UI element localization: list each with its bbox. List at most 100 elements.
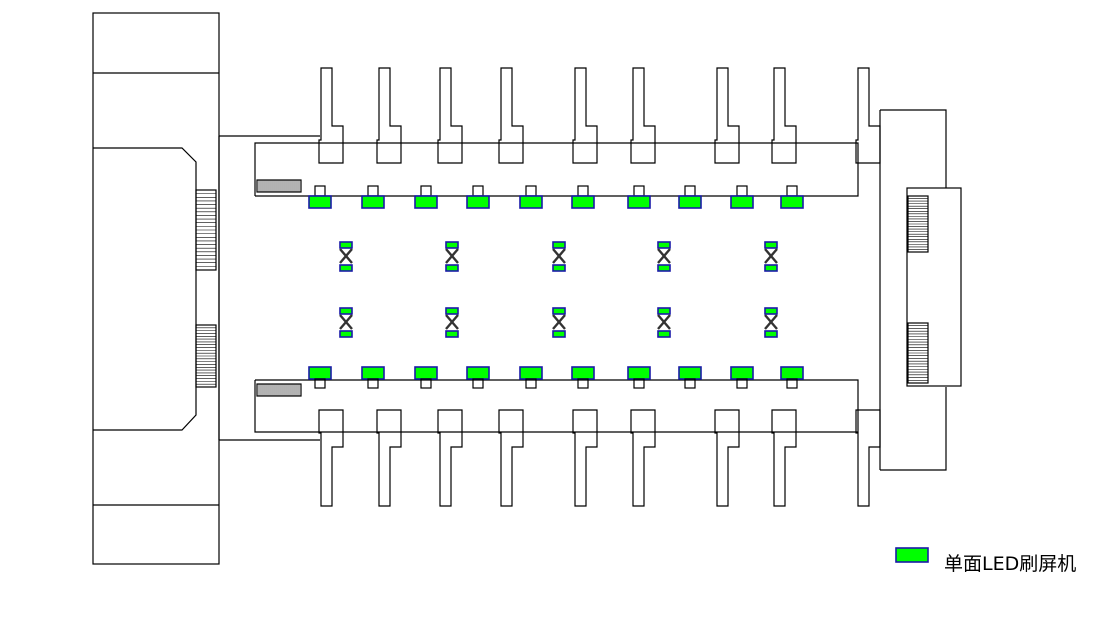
stair-hall-top [256, 179, 302, 193]
screen-stand-bottom-7 [633, 378, 645, 389]
pillar-top-7 [714, 67, 740, 164]
led-screen-bottom-3 [414, 366, 438, 380]
pillar-bottom-4 [498, 409, 524, 507]
stair-left-lower [195, 324, 217, 388]
column-unit-4 [657, 241, 671, 272]
column-led-upper [657, 241, 671, 249]
led-screen-bottom-2 [361, 366, 385, 380]
led-screen-bottom-9 [730, 366, 754, 380]
led-screen-top-1 [308, 195, 332, 209]
stairs [195, 179, 929, 397]
stair-right-upper [907, 195, 929, 253]
screen-stand-bottom-10 [786, 378, 798, 389]
screen-stand-top-10 [786, 185, 798, 197]
stair-right-lower [907, 322, 929, 384]
pillar-bottom-9 [855, 409, 881, 507]
column-led-lower [339, 264, 353, 272]
led-screen-top-2 [361, 195, 385, 209]
column-led-lower [657, 330, 671, 338]
screen-stand-top-4 [472, 185, 484, 197]
pillar-top-5 [572, 67, 598, 164]
pillar-top-2 [376, 67, 402, 164]
perimeter-led-screens [308, 185, 804, 389]
pillar-bottom-6 [630, 409, 656, 507]
column-led-lower [764, 264, 778, 272]
screen-stand-bottom-8 [684, 378, 696, 389]
led-screen-top-10 [780, 195, 804, 209]
screen-stand-top-5 [525, 185, 537, 197]
stair-left-upper [195, 189, 217, 271]
pillar-top-8 [771, 67, 797, 164]
column-led-upper [552, 241, 566, 249]
screen-stand-top-3 [420, 185, 432, 197]
column-led-lower [445, 330, 459, 338]
column-unit-9 [657, 307, 671, 338]
column-led-upper [445, 307, 459, 315]
led-screen-top-3 [414, 195, 438, 209]
column-unit-1 [339, 241, 353, 272]
column-unit-10 [764, 307, 778, 338]
screen-stand-top-8 [684, 185, 696, 197]
screen-stand-top-7 [633, 185, 645, 197]
screen-stand-top-1 [314, 185, 326, 197]
led-screen-bottom-6 [571, 366, 595, 380]
screen-stand-bottom-3 [420, 378, 432, 389]
screen-stand-bottom-5 [525, 378, 537, 389]
pillar-bottom-3 [437, 409, 463, 507]
pillar-top-3 [437, 67, 463, 164]
screen-stand-bottom-4 [472, 378, 484, 389]
legend-swatch [895, 547, 929, 563]
screen-stand-bottom-6 [577, 378, 589, 389]
pillar-top-9 [855, 67, 881, 164]
column-led-upper [552, 307, 566, 315]
led-screen-top-4 [466, 195, 490, 209]
screen-stand-top-9 [736, 185, 748, 197]
center-column-units [339, 241, 778, 338]
pillar-top-1 [318, 67, 344, 164]
led-screen-bottom-1 [308, 366, 332, 380]
column-led-upper [339, 307, 353, 315]
column-led-lower [657, 264, 671, 272]
screen-stand-bottom-9 [736, 378, 748, 389]
column-led-upper [339, 241, 353, 249]
led-screen-top-6 [571, 195, 595, 209]
column-led-lower [339, 330, 353, 338]
led-screen-top-9 [730, 195, 754, 209]
pillar-bottom-2 [376, 409, 402, 507]
stair-hall-bottom [256, 383, 302, 397]
pillar-top-6 [630, 67, 656, 164]
led-screen-bottom-4 [466, 366, 490, 380]
column-unit-2 [445, 241, 459, 272]
pillar-top-4 [498, 67, 524, 164]
screen-stand-bottom-2 [367, 378, 379, 389]
column-unit-6 [339, 307, 353, 338]
column-led-lower [552, 264, 566, 272]
column-led-upper [764, 307, 778, 315]
led-screen-top-7 [627, 195, 651, 209]
pillars [318, 67, 881, 507]
led-screen-bottom-7 [627, 366, 651, 380]
column-led-lower [552, 330, 566, 338]
column-led-upper [657, 307, 671, 315]
screen-stand-top-2 [367, 185, 379, 197]
legend-label: 单面LED刷屏机 [944, 553, 1076, 575]
column-unit-8 [552, 307, 566, 338]
column-unit-5 [764, 241, 778, 272]
screen-stand-bottom-1 [314, 378, 326, 389]
column-unit-3 [552, 241, 566, 272]
led-screen-bottom-10 [780, 366, 804, 380]
led-screen-top-5 [519, 195, 543, 209]
pillar-bottom-8 [771, 409, 797, 507]
building-walls [92, 12, 962, 565]
column-led-upper [445, 241, 459, 249]
column-led-upper [764, 241, 778, 249]
column-led-lower [445, 264, 459, 272]
legend: 单面LED刷屏机 [895, 547, 1076, 575]
led-screen-top-8 [678, 195, 702, 209]
pillar-bottom-5 [572, 409, 598, 507]
pillar-bottom-7 [714, 409, 740, 507]
led-screen-bottom-8 [678, 366, 702, 380]
column-led-lower [764, 330, 778, 338]
pillar-bottom-1 [318, 409, 344, 507]
